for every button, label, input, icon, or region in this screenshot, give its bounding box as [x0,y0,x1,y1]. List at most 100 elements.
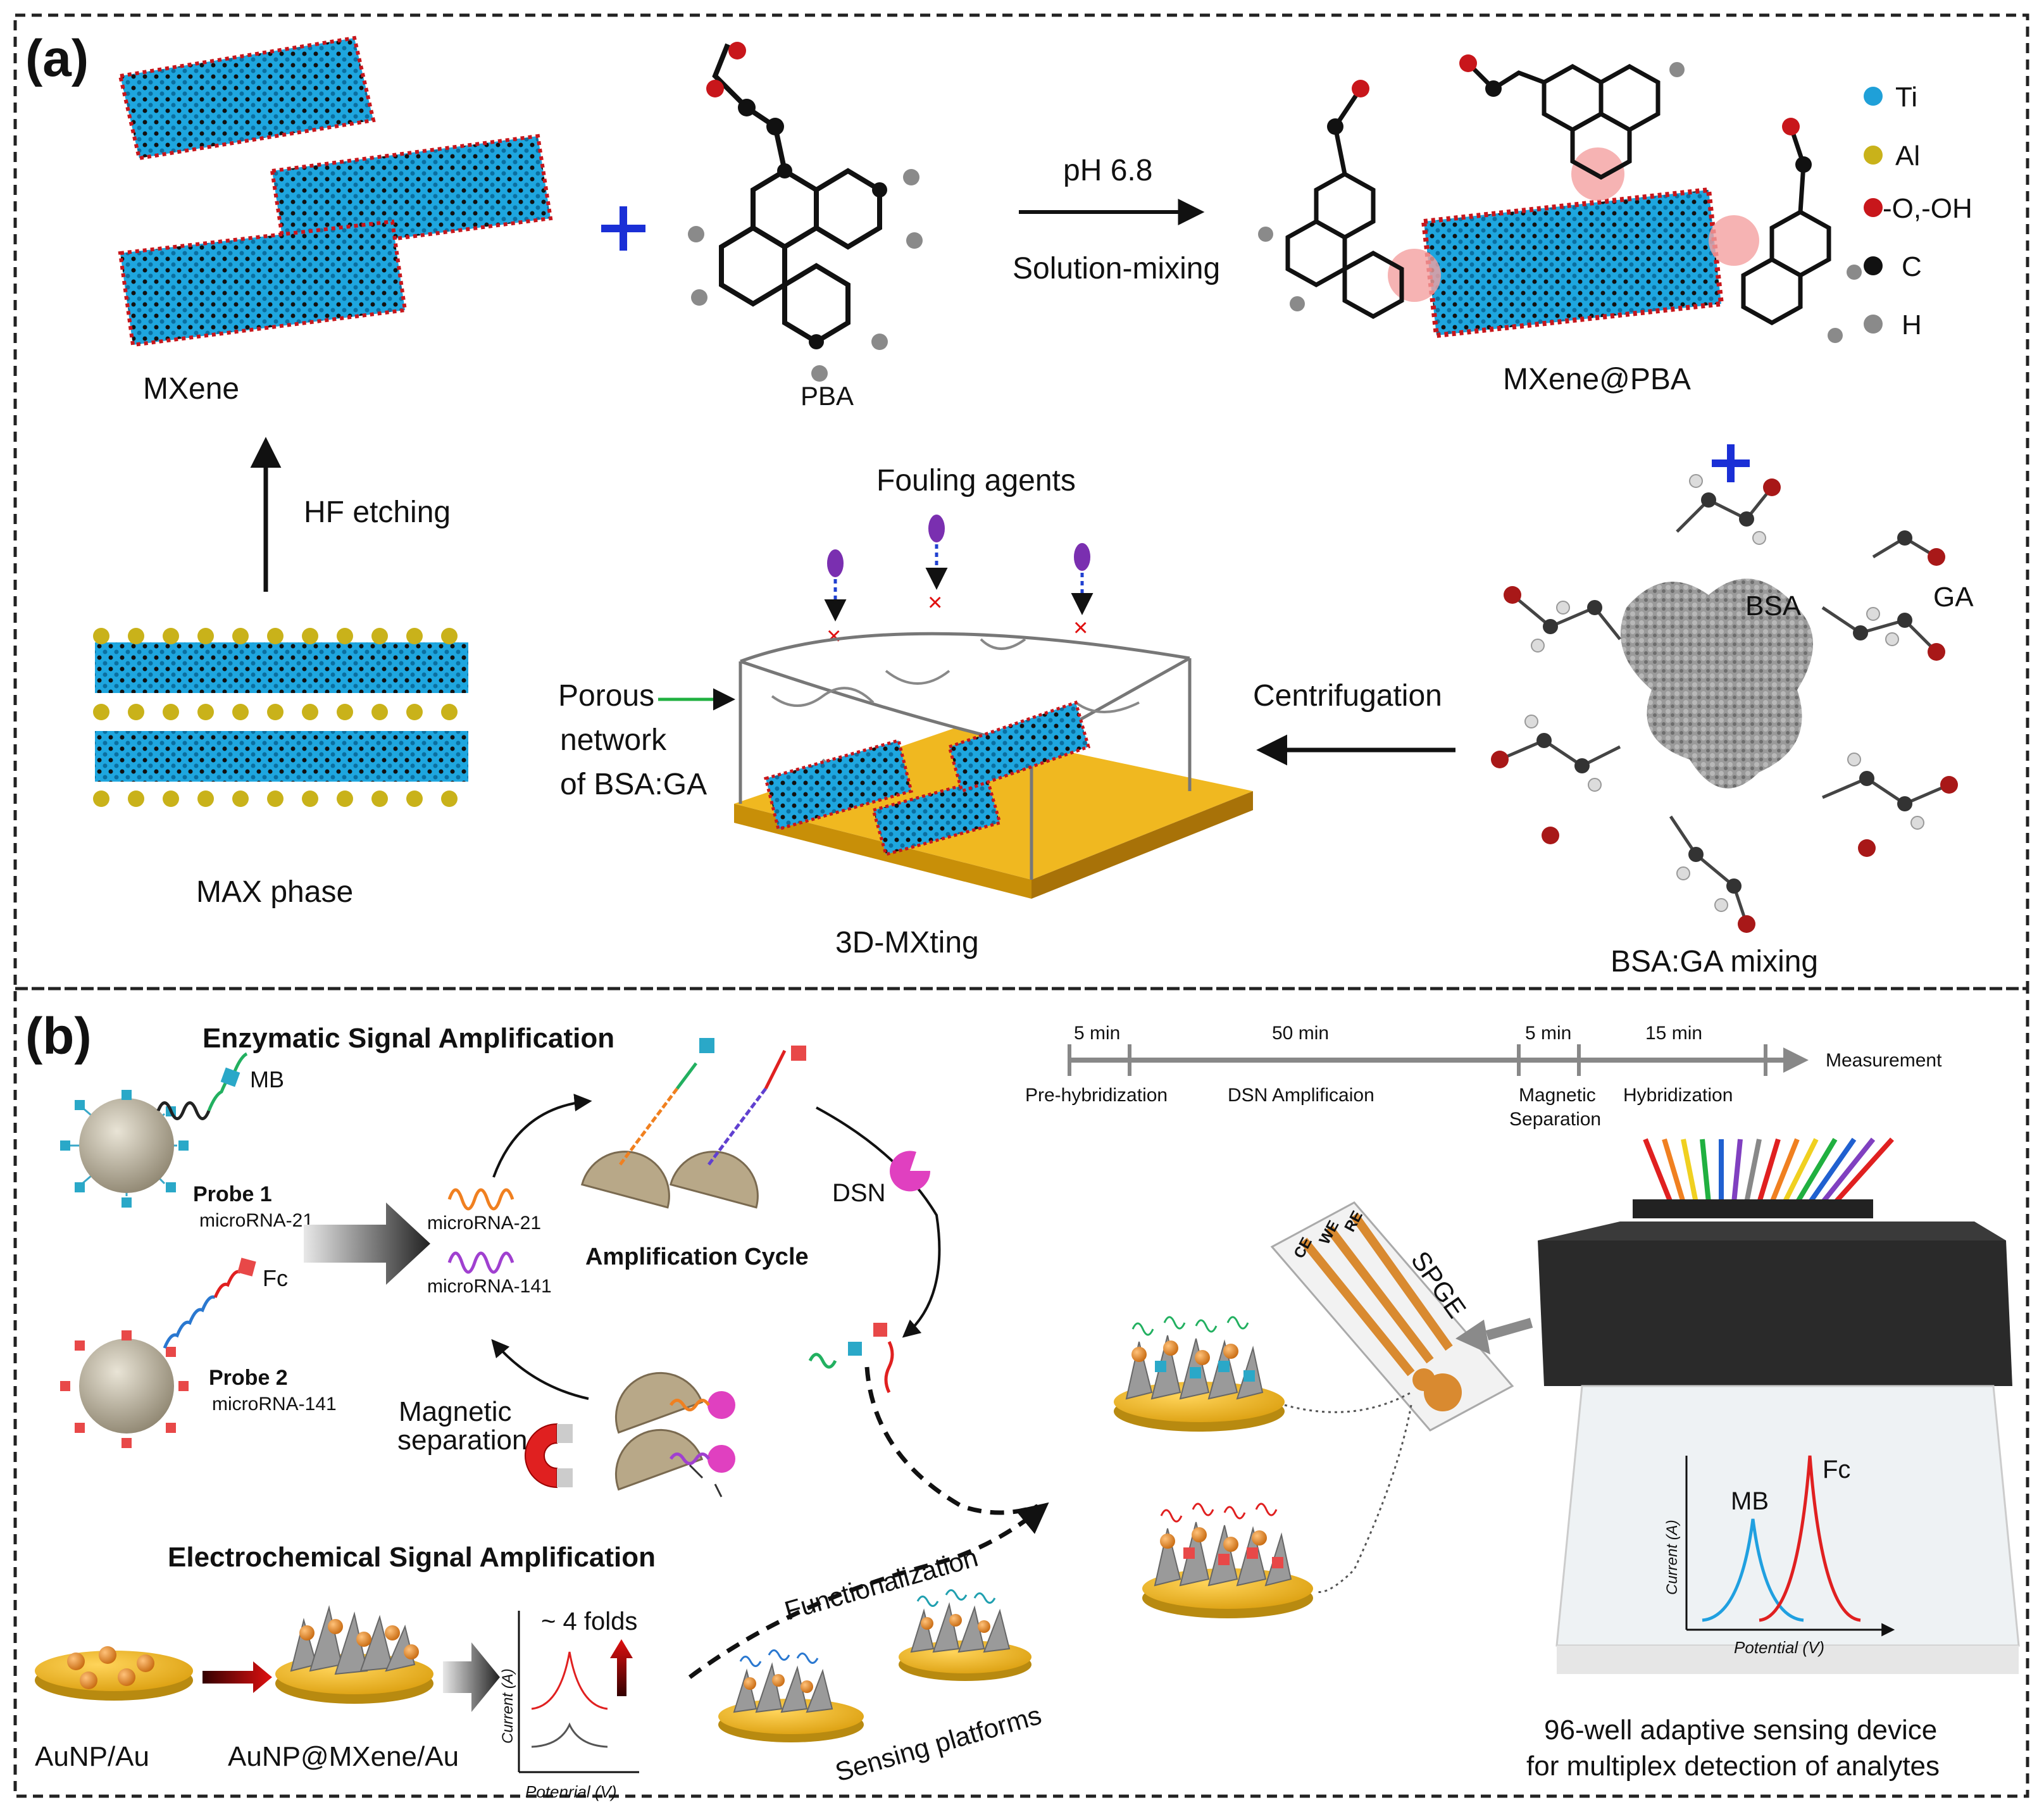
al-atom-swatch [1864,146,1883,165]
ti-atom-swatch [1864,87,1883,106]
detection-electrode-mb [1114,1316,1285,1432]
electrochemical-title: Electrochemical Signal Amplification [168,1542,656,1573]
four-folds-label: ~ 4 folds [541,1608,637,1635]
up-arrow [610,1639,633,1696]
hf-etching-label: HF etching [304,496,451,529]
microrna21-strand [447,1188,514,1211]
magnetic-label-1: Magnetic [399,1396,512,1427]
duration-1: 5 min [1074,1023,1120,1044]
microrna141-label: microRNA-141 [427,1276,552,1297]
mxene-pba-label: MXene@PBA [1503,363,1691,396]
device-fc-label: Fc [1823,1456,1850,1484]
mxene-pba-graphic [1258,54,1862,343]
fouling-agents-label: Fouling agents [876,464,1076,497]
hybridize-arrow [304,1203,430,1285]
step-magnetic: Magnetic [1519,1085,1596,1106]
probe2-fc-label: Fc [263,1265,288,1291]
porous-label-1: Porous [558,679,654,713]
bsa-ga-graphic [1491,474,1958,933]
porous-label-2: network [560,723,667,757]
enzymatic-title: Enzymatic Signal Amplification [203,1023,614,1054]
device-potential-axis: Potential (V) [1734,1638,1824,1657]
pba-label: PBA [801,381,854,411]
ti-legend-label: Ti [1895,82,1917,113]
detection-electrode-fc [1142,1503,1313,1618]
duration-3: 5 min [1525,1023,1571,1044]
panel-b-frame [13,987,2029,1798]
duration-4: 15 min [1645,1023,1702,1044]
probe2-label: Probe 2 [209,1366,288,1390]
ga-label: GA [1933,582,1974,613]
small-voltammogram [518,1611,639,1773]
al-legend-label: Al [1895,141,1920,172]
svg-text:×: × [826,622,841,650]
dsn-to-platform-arrow [864,1366,1039,1515]
mxene-sheets-graphic [118,35,553,347]
svg-text:×: × [1073,614,1088,642]
step-measurement: Measurement [1826,1050,1942,1071]
gray-arrow [443,1642,500,1712]
atom-legend: Ti Al -O,-OH C H [1864,82,1972,341]
sensing-platforms-label: Sensing platforms [832,1700,1045,1787]
dsn-label: DSN [832,1179,885,1207]
aunp-au-label: AuNP/Au [35,1741,149,1772]
magnetic-label-2: separation [397,1425,527,1456]
o-legend-label: -O,-OH [1883,193,1972,224]
red-arrow [203,1661,272,1693]
mxting-label: 3D-MXting [835,926,979,959]
spge-pointer-line [1485,1318,1533,1340]
step-hybridization: Hybridization [1623,1085,1733,1106]
probe1-sub: microRNA-21 [199,1210,313,1231]
probe2-bead-graphic [60,1258,256,1448]
aunp-mxene-electrode [275,1605,433,1704]
timeline [1068,1044,1809,1076]
panel-b-tag: (b) [25,1008,92,1065]
spge-pointer-head [1455,1320,1490,1354]
probe1-bead-graphic [60,1052,248,1208]
amplification-cycle-graphic [491,1038,941,1497]
o-atom-swatch [1864,198,1883,217]
probe1-label: Probe 1 [193,1182,272,1206]
device-current-axis: Current (A) [1664,1520,1681,1595]
pba-molecule-graphic [688,42,923,382]
device-caption-1: 96-well adaptive sensing device [1544,1715,1937,1746]
panel-a-tag: (a) [25,30,89,87]
step-dsn: DSN Amplificaion [1228,1085,1374,1106]
bsa-label: BSA [1745,590,1802,622]
mxting-3d-graphic [658,632,1253,899]
sensing-platforms-graphic [718,1589,1031,1742]
probe1-mb-label: MB [250,1066,284,1092]
plus-icon-2 [1712,444,1750,482]
porous-label-3: of BSA:GA [560,768,707,801]
connector-dots [1284,1391,1412,1594]
small-potential-axis: Potenrial (V) [525,1782,617,1801]
aunp-mxene-label: AuNP@MXene/Au [228,1741,459,1772]
max-phase-graphic [93,628,468,807]
functionalization-arrow [688,1502,1049,1679]
h-legend-label: H [1902,309,1922,341]
bsa-ga-mixing-label: BSA:GA mixing [1611,945,1818,978]
duration-2: 50 min [1272,1023,1329,1044]
centrifugation-label: Centrifugation [1253,679,1442,713]
step1-condition: pH 6.8 [1063,154,1152,187]
device-caption-2: for multiplex detection of analytes [1526,1751,1940,1782]
probe2-sub: microRNA-141 [212,1394,337,1415]
microrna21-label: microRNA-21 [427,1213,541,1234]
mxene-label: MXene [143,372,239,406]
small-current-axis: Current (A) [499,1668,516,1744]
device-96-well-graphic [1538,1137,2020,1674]
max-phase-label: MAX phase [196,875,353,909]
c-atom-swatch [1864,256,1883,275]
amplification-cycle-label: Amplification Cycle [585,1244,809,1270]
aunp-au-electrode [35,1646,193,1701]
step1-method: Solution-mixing [1013,252,1220,285]
microrna141-strand [447,1251,514,1274]
step-separation: Separation [1509,1109,1601,1130]
h-atom-swatch [1864,315,1883,334]
fouling-agents-graphic: × × × [824,515,1094,650]
plus-icon [601,206,645,251]
step-prehybridization: Pre-hybridization [1025,1085,1168,1106]
svg-text:×: × [928,589,942,616]
c-legend-label: C [1902,251,1922,282]
